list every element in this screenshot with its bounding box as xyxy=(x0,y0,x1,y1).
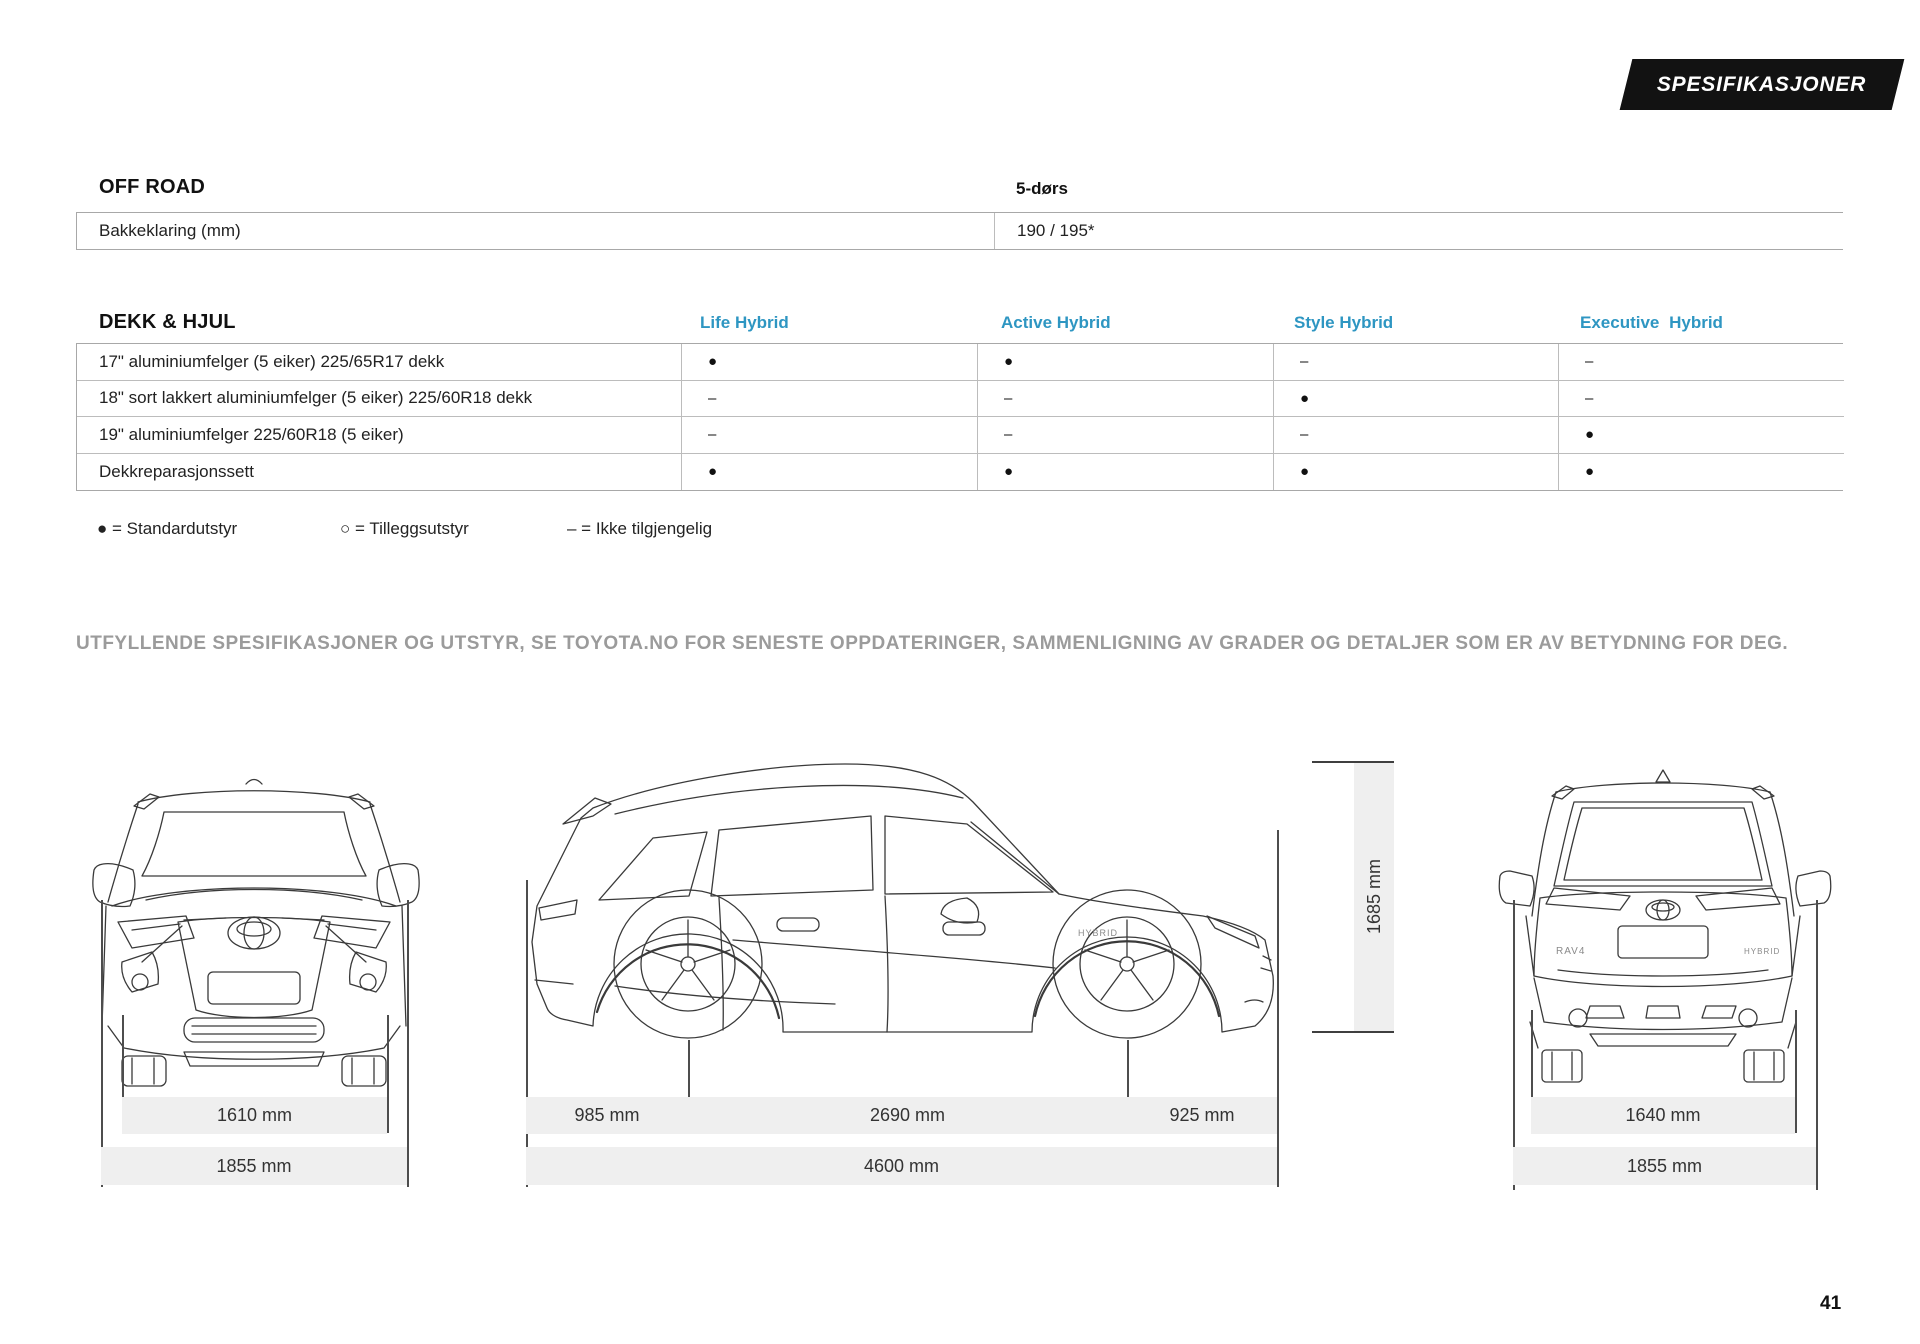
rear-rav4-badge: RAV4 xyxy=(1556,946,1585,957)
rear-view-lines: RAV4 HYBRID xyxy=(1498,769,1832,1083)
availability-cell: – xyxy=(682,417,978,454)
feature-label: 19" aluminiumfelger 225/60R18 (5 eiker) xyxy=(77,417,682,454)
dimension-line xyxy=(407,900,409,1187)
front-overhang-bar: 925 mm xyxy=(1127,1097,1277,1134)
page-number: 41 xyxy=(1820,1293,1842,1314)
availability-cell: ● xyxy=(1274,380,1559,417)
availability-cell: – xyxy=(978,417,1274,454)
dimension-line xyxy=(1531,1010,1533,1133)
feature-label: 18" sort lakkert aluminiumfelger (5 eike… xyxy=(77,380,682,417)
feature-label: Dekkreparasjonssett xyxy=(77,453,682,490)
wheelbase-bar: 2690 mm xyxy=(688,1097,1127,1134)
availability-cell: ● xyxy=(1274,453,1559,490)
availability-cell: – xyxy=(1559,344,1844,381)
side-view-drawing: HYBRID xyxy=(531,763,1274,1039)
dimension-line xyxy=(1513,900,1515,1190)
column-header-executive: Executive Hybrid xyxy=(1580,313,1723,332)
availability-cell: ● xyxy=(1559,417,1844,454)
height-dimension-label: 1685 mm xyxy=(1363,859,1384,935)
offroad-row-value: 190 / 195* xyxy=(995,213,1844,249)
front-view-drawing xyxy=(92,778,420,1087)
height-dimension-bar: 1685 mm xyxy=(1354,763,1394,1031)
dimension-line xyxy=(122,1015,124,1133)
dimension-line xyxy=(1816,900,1818,1190)
rear-overhang-bar: 985 mm xyxy=(526,1097,688,1134)
availability-cell: ● xyxy=(978,453,1274,490)
column-header-active: Active Hybrid xyxy=(1001,313,1111,332)
offroad-table: Bakkeklaring (mm) 190 / 195* xyxy=(76,212,1844,250)
availability-cell: – xyxy=(978,380,1274,417)
dimension-line xyxy=(101,900,103,1187)
offroad-row-label: Bakkeklaring (mm) xyxy=(77,213,995,249)
rear-track-bar: 1640 mm xyxy=(1531,1097,1795,1134)
dimension-line xyxy=(387,1015,389,1133)
front-track-bar: 1610 mm xyxy=(122,1097,387,1134)
section-banner: SPESIFIKASJONER xyxy=(1619,59,1905,110)
legend-unavailable: – = Ikke tilgjengelig xyxy=(567,519,713,538)
height-cap-line xyxy=(1312,761,1394,763)
availability-cell: ● xyxy=(682,344,978,381)
section-banner-label: SPESIFIKASJONER xyxy=(1657,72,1867,96)
column-header-style: Style Hybrid xyxy=(1294,313,1394,332)
feature-label: 17" aluminiumfelger (5 eiker) 225/65R17 … xyxy=(77,344,682,381)
rear-view-drawing: RAV4 HYBRID xyxy=(1498,769,1832,1083)
dimension-line xyxy=(688,1040,690,1133)
footnote: UTFYLLENDE SPESIFIKASJONER OG UTSTYR, SE… xyxy=(76,633,1789,654)
offroad-column-header: 5-dørs xyxy=(1016,179,1068,198)
availability-cell: ● xyxy=(978,344,1274,381)
legend-optional: ○ = Tilleggsutstyr xyxy=(340,519,469,538)
dimension-line xyxy=(1277,830,1279,1187)
column-header-life: Life Hybrid xyxy=(700,313,789,332)
availability-cell: – xyxy=(1274,417,1559,454)
front-width-bar: 1855 mm xyxy=(101,1147,407,1185)
offroad-title: OFF ROAD xyxy=(99,176,206,198)
wheels-table: 17" aluminiumfelger (5 eiker) 225/65R17 … xyxy=(76,343,1844,491)
side-hybrid-badge: HYBRID xyxy=(1078,928,1118,938)
availability-cell: – xyxy=(682,380,978,417)
wheels-title: DEKK & HJUL xyxy=(99,311,236,333)
dimension-line xyxy=(526,880,528,1187)
front-view-lines xyxy=(92,778,420,1087)
availability-cell: ● xyxy=(682,453,978,490)
height-cap-line xyxy=(1312,1031,1394,1033)
rear-width-bar: 1855 mm xyxy=(1513,1147,1816,1185)
availability-cell: – xyxy=(1559,380,1844,417)
dimension-line xyxy=(1127,1040,1129,1133)
overall-length-bar: 4600 mm xyxy=(526,1147,1277,1185)
rear-hybrid-badge: HYBRID xyxy=(1744,947,1780,956)
dimension-line xyxy=(1795,1010,1797,1133)
legend-standard: ● = Standardutstyr xyxy=(97,519,238,538)
availability-cell: ● xyxy=(1559,453,1844,490)
availability-cell: – xyxy=(1274,344,1559,381)
side-view-lines: HYBRID xyxy=(531,763,1274,1039)
